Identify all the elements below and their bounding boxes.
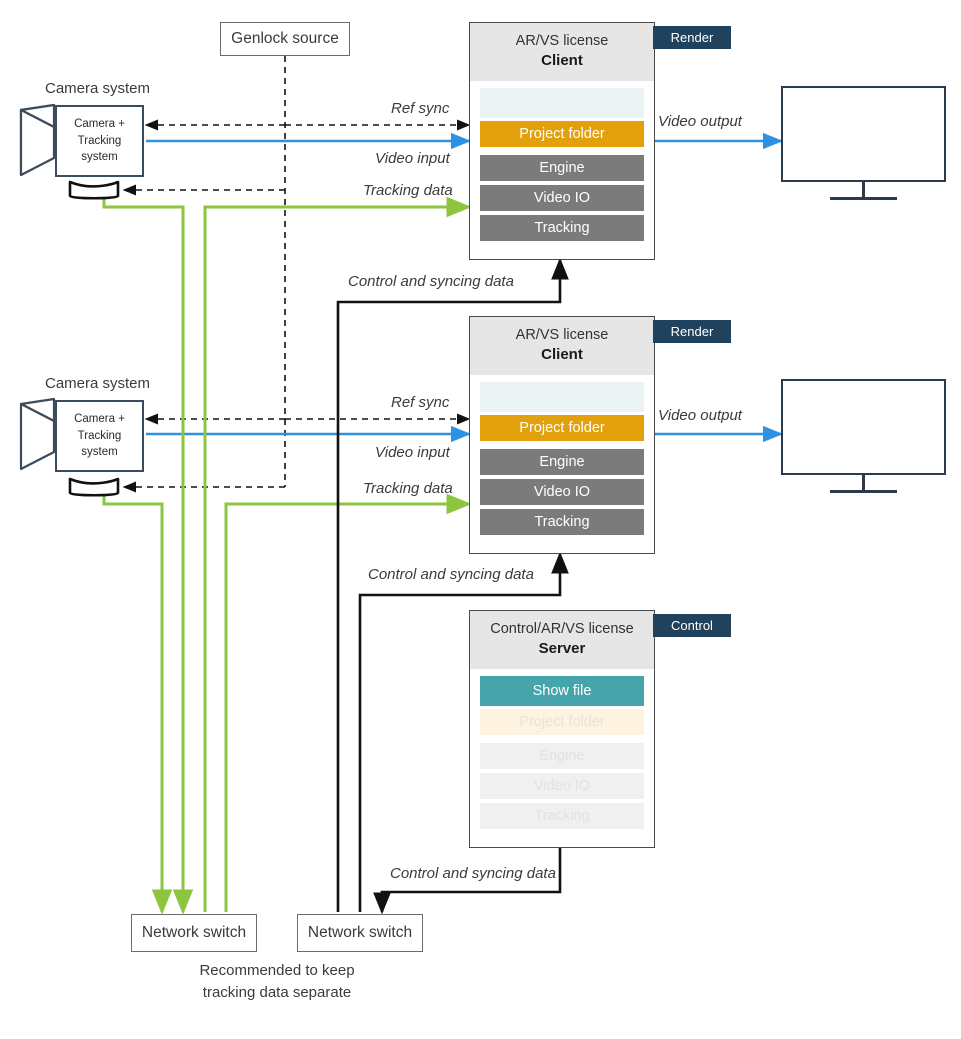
video-signal-lines <box>146 132 784 443</box>
label-tracking-data-1: Tracking data <box>363 182 453 199</box>
camera-body-line-2: Tracking <box>77 134 122 147</box>
server-row-video-io: Video IO <box>480 772 644 799</box>
camera-body-line-2: Tracking <box>77 429 122 442</box>
server-row-engine: Engine <box>480 742 644 769</box>
label-video-input-2: Video input <box>375 444 450 461</box>
switch-note-line-2: tracking data separate <box>202 984 352 1001</box>
client-2-license: AR/VS license <box>515 327 609 343</box>
camera-body-line-1: Camera + <box>74 412 125 425</box>
client-2-row-video-io[interactable]: Video IO <box>480 478 644 505</box>
client-1-license: AR/VS license <box>515 33 609 49</box>
client-2-rows: Project folder Engine Video IO Tracking <box>470 375 654 548</box>
client-2-row-engine[interactable]: Engine <box>480 448 644 475</box>
monitor-2-stand <box>830 490 897 493</box>
camera-tracking-system-box-1[interactable]: Camera + Tracking system <box>55 105 144 177</box>
server-license: Control/AR/VS license <box>490 621 634 637</box>
client-1-row-showfile-placeholder <box>480 87 644 118</box>
client-1-row-engine[interactable]: Engine <box>480 154 644 181</box>
camera-body-line-1: Camera + <box>74 117 125 130</box>
server-machine[interactable]: Control/AR/VS license Server Show file P… <box>469 610 655 848</box>
client-1-badge-label: Render <box>670 30 714 45</box>
server-header: Control/AR/VS license Server <box>470 611 654 669</box>
label-video-output-2: Video output <box>658 407 742 424</box>
client-machine-2[interactable]: AR/VS license Client Project folder Engi… <box>469 316 655 554</box>
client-2-role: Client <box>541 346 583 364</box>
client-2-row-project-folder[interactable]: Project folder <box>480 414 644 441</box>
camera-system-title-2: Camera system <box>45 375 151 392</box>
camera-body-line-3: system <box>81 151 118 164</box>
client-1-render-badge: Render <box>653 26 731 49</box>
label-video-output-1: Video output <box>658 113 742 130</box>
server-control-badge: Control <box>653 614 731 637</box>
genlock-source-label: Genlock source <box>231 30 339 47</box>
control-sync-lines <box>336 257 569 915</box>
server-rows: Show file Project folder Engine Video IO… <box>470 669 654 842</box>
client-2-header: AR/VS license Client <box>470 317 654 375</box>
server-row-tracking: Tracking <box>480 802 644 829</box>
network-switch-2-label: Network switch <box>307 924 413 941</box>
label-ref-sync-1: Ref sync <box>391 100 450 117</box>
network-switch-tracking[interactable]: Network switch <box>131 914 257 952</box>
client-1-row-tracking[interactable]: Tracking <box>480 214 644 241</box>
server-row-show-file[interactable]: Show file <box>480 675 644 706</box>
label-control-sync-1: Control and syncing data <box>348 273 514 290</box>
camera-body-line-3: system <box>81 446 118 459</box>
genlock-dashed-lines <box>122 56 471 493</box>
label-ref-sync-2: Ref sync <box>391 394 450 411</box>
monitor-2 <box>781 379 946 475</box>
tracking-data-lines <box>102 196 472 915</box>
client-machine-1[interactable]: AR/VS license Client Project folder Engi… <box>469 22 655 260</box>
server-role: Server <box>538 640 586 658</box>
network-switch-1-label: Network switch <box>141 924 247 941</box>
monitor-1-neck <box>862 182 865 199</box>
label-control-sync-2: Control and syncing data <box>368 566 534 583</box>
camera-system-title-1: Camera system <box>45 80 151 97</box>
client-2-render-badge: Render <box>653 320 731 343</box>
client-1-role: Client <box>541 52 583 70</box>
camera-lens-icons <box>19 103 57 177</box>
monitor-1 <box>781 86 946 182</box>
network-switch-control[interactable]: Network switch <box>297 914 423 952</box>
genlock-source-box[interactable]: Genlock source <box>220 22 350 56</box>
client-2-row-showfile-placeholder <box>480 381 644 412</box>
label-control-sync-3: Control and syncing data <box>390 865 556 882</box>
monitor-2-neck <box>862 475 865 492</box>
client-1-row-project-folder[interactable]: Project folder <box>480 120 644 147</box>
client-1-header: AR/VS license Client <box>470 23 654 81</box>
client-2-badge-label: Render <box>670 324 714 339</box>
label-tracking-data-2: Tracking data <box>363 480 453 497</box>
client-2-row-tracking[interactable]: Tracking <box>480 508 644 535</box>
switch-note-line-1: Recommended to keep <box>199 962 355 979</box>
camera-lens-icon-2 <box>19 397 56 471</box>
camera-tracking-system-box-2[interactable]: Camera + Tracking system <box>55 400 144 472</box>
tracking-device-icons <box>68 180 120 497</box>
label-video-input-1: Video input <box>375 150 450 167</box>
monitor-1-stand <box>830 197 897 200</box>
server-badge-label: Control <box>671 618 713 633</box>
client-1-rows: Project folder Engine Video IO Tracking <box>470 81 654 254</box>
client-1-row-video-io[interactable]: Video IO <box>480 184 644 211</box>
server-row-project-folder: Project folder <box>480 708 644 735</box>
